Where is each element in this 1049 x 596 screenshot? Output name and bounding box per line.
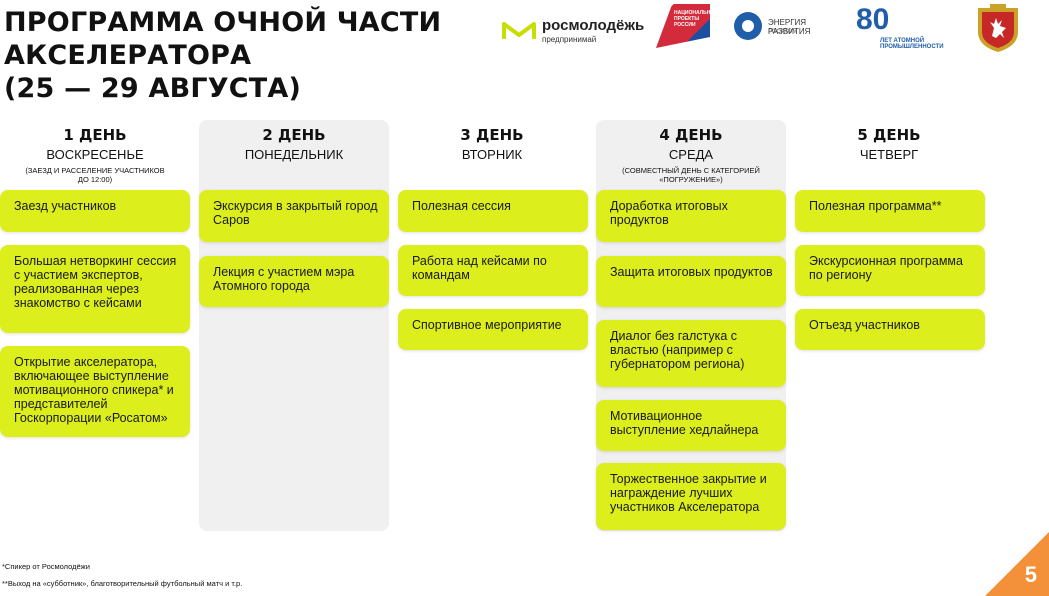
schedule-card: Мотивационное выступление хедлайнера [596, 400, 786, 451]
schedule-card: Защита итоговых продуктов [596, 256, 786, 307]
column-bg-day-2 [199, 120, 389, 531]
day-note: (ЗАЕЗД И РАССЕЛЕНИЕ УЧАСТНИКОВ ДО 12:00) [25, 166, 165, 184]
schedule-card: Полезная программа** [795, 190, 985, 232]
day-weekday: ПОНЕДЕЛЬНИК [244, 147, 344, 162]
rosmolodezh-mark-icon [502, 21, 536, 44]
schedule-card: Экскурсия в закрытый город Саров [199, 190, 389, 242]
natsproekty-logo: НАЦИОНАЛЬНЫЕ ПРОЕКТЫ РОССИИ [656, 4, 719, 48]
title-line-3: (25 — 29 АВГУСТА) [4, 73, 302, 104]
schedule-card: Полезная сессия [398, 190, 588, 232]
schedule-card: Заезд участников [0, 190, 190, 232]
day-number: 2 ДЕНЬ [262, 126, 326, 144]
energiya-name: ЭНЕРГИЯ РАЗВИТИЯ [768, 18, 811, 36]
energiya-sub: РОСАТОМ [768, 29, 798, 35]
schedule-card: Спортивное мероприятие [398, 309, 588, 350]
schedule-card: Доработка итоговых продуктов [596, 190, 786, 242]
day-number: 3 ДЕНЬ [460, 126, 524, 144]
footnote-speaker: *Спикер от Росмолодёжи [2, 562, 90, 571]
day-4-header: 4 ДЕНЬ СРЕДА (СОВМЕСТНЫЙ ДЕНЬ С КАТЕГОРИ… [596, 126, 786, 184]
schedule-card: Экскурсионная программа по региону [795, 245, 985, 296]
page-number-corner: 5 [985, 532, 1049, 596]
schedule-card: Отъезд участников [795, 309, 985, 350]
title-line-1: ПРОГРАММА ОЧНОЙ ЧАСТИ [4, 7, 442, 38]
schedule-card: Лекция с участием мэра Атомного города [199, 256, 389, 307]
schedule-card: Работа над кейсами по командам [398, 245, 588, 296]
nizhny-novgorod-crest-icon [972, 2, 1024, 54]
schedule-card: Торжественное закрытие и награждение луч… [596, 463, 786, 530]
schedule-card: Большая нетворкинг сессия с участием экс… [0, 245, 190, 333]
rosmolodezh-name: росмолодёжь [542, 17, 645, 34]
rosatom-atom-icon [734, 12, 762, 40]
page-number: 5 [1024, 562, 1037, 587]
rosmolodezh-logo: росмолодёжь предпринимай [502, 13, 645, 44]
eighty-number: 80 [856, 3, 890, 36]
day-weekday: СРЕДА [668, 147, 714, 162]
schedule-card: Открытие акселератора, включающее выступ… [0, 346, 190, 437]
energiya-razvitiya-logo: ЭНЕРГИЯ РАЗВИТИЯ РОСАТОМ [734, 12, 844, 42]
day-1-header: 1 ДЕНЬ ВОСКРЕСЕНЬЕ (ЗАЕЗД И РАССЕЛЕНИЕ У… [0, 126, 190, 184]
day-weekday: ВОСКРЕСЕНЬЕ [46, 147, 144, 162]
eighty-caption: ЛЕТ АТОМНОЙ ПРОМЫШЛЕННОСТИ [880, 38, 944, 50]
page-title: ПРОГРАММА ОЧНОЙ ЧАСТИ АКСЕЛЕРАТОРА (25 —… [4, 6, 474, 105]
title-line-2: АКСЕЛЕРАТОРА [4, 40, 252, 71]
rosmolodezh-sub: предпринимай [542, 35, 597, 44]
day-2-header: 2 ДЕНЬ ПОНЕДЕЛЬНИК [199, 126, 389, 163]
footnote-saturday: **Выход на «субботник», благотворительны… [2, 579, 243, 588]
natsproekty-text: НАЦИОНАЛЬНЫЕ ПРОЕКТЫ РОССИИ [674, 10, 719, 28]
day-note: (СОВМЕСТНЫЙ ДЕНЬ С КАТЕГОРИЕЙ «ПОГРУЖЕНИ… [622, 166, 760, 184]
eighty-years-logo: 80 ЛЕТ АТОМНОЙ ПРОМЫШЛЕННОСТИ [856, 3, 948, 51]
day-number: 5 ДЕНЬ [857, 126, 921, 144]
day-3-header: 3 ДЕНЬ ВТОРНИК [397, 126, 587, 163]
day-5-header: 5 ДЕНЬ ЧЕТВЕРГ [794, 126, 984, 163]
partner-logos: росмолодёжь предпринимай НАЦИОНАЛЬНЫЕ ПР… [490, 0, 1049, 60]
day-weekday: ВТОРНИК [461, 147, 523, 162]
day-weekday: ЧЕТВЕРГ [859, 147, 919, 162]
schedule-card: Диалог без галстука с властью (например … [596, 320, 786, 387]
day-number: 4 ДЕНЬ [659, 126, 723, 144]
day-number: 1 ДЕНЬ [63, 126, 127, 144]
corner-triangle [985, 532, 1049, 596]
